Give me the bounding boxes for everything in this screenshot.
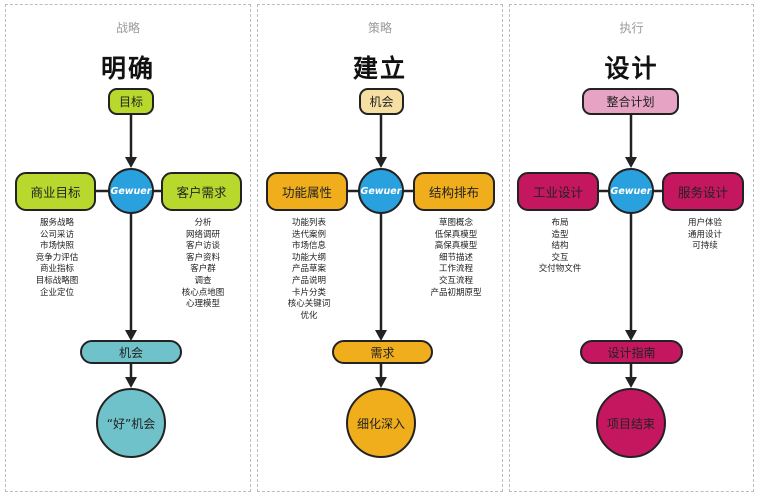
gewuer-hub: Gewuer xyxy=(608,168,654,214)
column-subtitle: 执行 xyxy=(619,21,644,35)
list-item: 核心关键词 xyxy=(287,299,331,310)
list-item: 核心点地图 xyxy=(181,287,225,298)
list-item: 造型 xyxy=(551,229,569,240)
list-item: 产品初期原型 xyxy=(430,287,482,298)
column-title: 建立 xyxy=(352,54,407,83)
list-item: 网络调研 xyxy=(185,229,220,240)
strategy-panel: 战略 明确 xyxy=(5,4,251,492)
goal-box: 目标 xyxy=(108,88,154,115)
list-item: 心理模型 xyxy=(185,299,220,310)
list-item: 交付物文件 xyxy=(538,264,582,275)
tactics-panel: 策略 建立 xyxy=(257,4,503,492)
opportunity-box: 机会 xyxy=(359,88,404,115)
function-attribute-box: 功能属性 xyxy=(266,172,348,211)
list-item: 结构 xyxy=(551,241,569,252)
requirement-pill: 需求 xyxy=(332,340,433,364)
column-subtitle: 策略 xyxy=(367,21,392,35)
good-opportunity-circle: “好”机会 xyxy=(96,388,166,458)
list-item: 商业指标 xyxy=(39,264,74,275)
arrowhead xyxy=(625,330,637,341)
list-item: 优化 xyxy=(300,310,318,321)
list-item: 服务战略 xyxy=(39,218,74,228)
arrowhead xyxy=(375,157,387,168)
business-goal-box: 商业目标 xyxy=(15,172,96,211)
business-goal-list: 服务战略 公司采访 市场快照 竞争力评估 商业指标 目标战略图 企业定位 xyxy=(22,218,92,299)
list-item: 可持续 xyxy=(692,241,718,252)
arrowhead xyxy=(625,157,637,168)
gewuer-hub: Gewuer xyxy=(358,168,404,214)
structure-layout-list: 草图概念 低保真模型 高保真模型 细节描述 工作流程 交互流程 产品初期原型 xyxy=(418,218,494,299)
execution-panel: 执行 设计 xyxy=(509,4,754,492)
column-title: 明确 xyxy=(100,54,155,83)
list-item: 产品说明 xyxy=(291,275,326,286)
list-item: 草图概念 xyxy=(438,218,473,228)
structure-layout-box: 结构排布 xyxy=(413,172,495,211)
arrowhead xyxy=(375,377,387,388)
industrial-design-box: 工业设计 xyxy=(517,172,599,211)
project-end-circle: 项目结束 xyxy=(596,388,666,458)
column-title: 设计 xyxy=(604,54,659,83)
list-item: 工作流程 xyxy=(438,264,473,275)
list-item: 交互 xyxy=(551,252,569,263)
list-item: 通用设计 xyxy=(687,229,722,240)
arrowhead xyxy=(125,377,137,388)
service-design-box: 服务设计 xyxy=(662,172,744,211)
opportunity-pill: 机会 xyxy=(80,340,182,364)
list-item: 公司采访 xyxy=(39,229,74,240)
list-item: 迭代案例 xyxy=(291,229,326,240)
list-item: 功能列表 xyxy=(291,218,326,228)
refine-deepen-circle: 细化深入 xyxy=(346,388,416,458)
list-item: 竞争力评估 xyxy=(35,252,79,263)
function-attribute-list: 功能列表 迭代案例 市场信息 功能大纲 产品草案 产品说明 卡片分类 核心关键词… xyxy=(273,218,345,322)
service-design-list: 用户体验 通用设计 可持续 xyxy=(669,218,741,253)
list-item: 市场信息 xyxy=(291,241,326,252)
list-item: 客户访谈 xyxy=(185,241,220,252)
list-item: 高保真模型 xyxy=(434,241,478,252)
customer-needs-list: 分析 网络调研 客户访谈 客户资料 客户群 调查 核心点地图 心理模型 xyxy=(168,218,238,311)
list-item: 目标战略图 xyxy=(35,275,79,286)
column-subtitle: 战略 xyxy=(115,21,140,35)
integrated-plan-box: 整合计划 xyxy=(582,88,679,115)
list-item: 细节描述 xyxy=(438,252,473,263)
customer-needs-box: 客户需求 xyxy=(161,172,242,211)
list-item: 分析 xyxy=(194,218,212,228)
arrowhead xyxy=(625,377,637,388)
list-item: 布局 xyxy=(551,218,569,228)
arrowhead xyxy=(125,157,137,168)
list-item: 产品草案 xyxy=(291,264,326,275)
list-item: 市场快照 xyxy=(39,241,74,252)
arrowhead xyxy=(375,330,387,341)
industrial-design-list: 布局 造型 结构 交互 交付物文件 xyxy=(524,218,596,276)
list-item: 调查 xyxy=(194,275,212,286)
list-item: 低保真模型 xyxy=(434,229,478,240)
list-item: 用户体验 xyxy=(687,218,722,228)
gewuer-hub: Gewuer xyxy=(108,168,154,214)
list-item: 交互流程 xyxy=(438,275,473,286)
design-guide-pill: 设计指南 xyxy=(580,340,683,364)
list-item: 企业定位 xyxy=(39,287,74,298)
list-item: 功能大纲 xyxy=(291,252,326,263)
arrowhead xyxy=(125,330,137,341)
list-item: 卡片分类 xyxy=(291,287,326,298)
list-item: 客户群 xyxy=(190,264,216,275)
list-item: 客户资料 xyxy=(185,252,220,263)
